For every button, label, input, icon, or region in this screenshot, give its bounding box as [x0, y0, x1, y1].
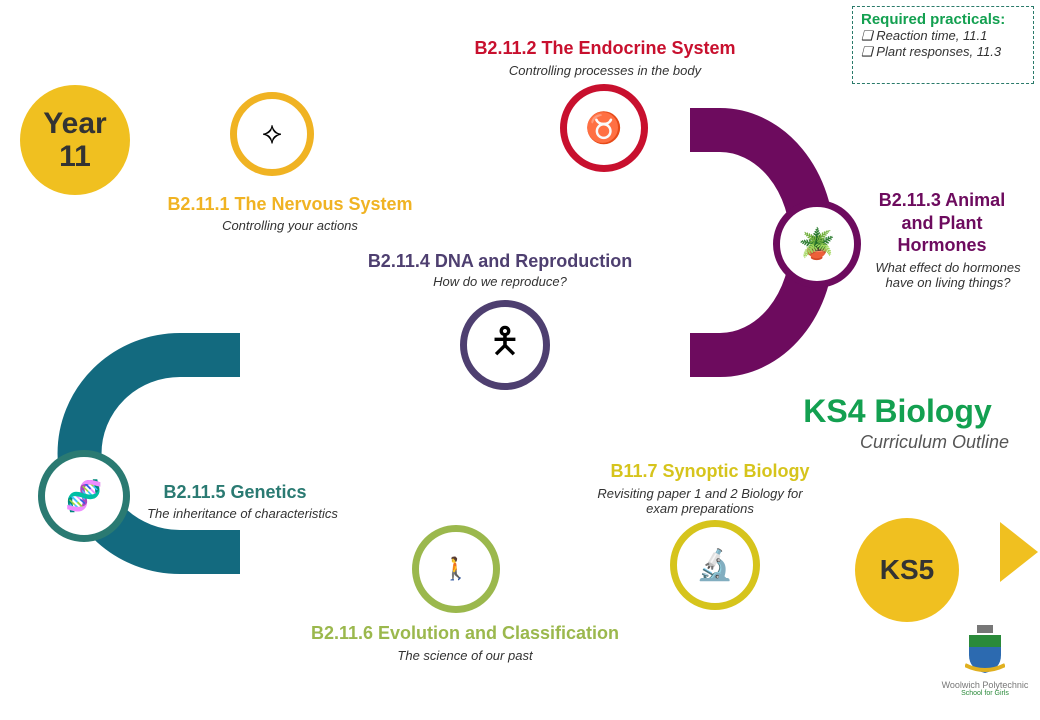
- school-crest-icon: [964, 625, 1006, 673]
- school-logo: Woolwich Polytechnic School for Girls: [930, 625, 1040, 697]
- topic-subtitle: The inheritance of characteristics: [147, 506, 338, 521]
- topic-title: B2.11.3 Animal and Plant Hormones: [878, 190, 1006, 255]
- checkbox-icon: ❑: [861, 44, 877, 59]
- topic-subtitle: How do we reproduce?: [433, 274, 567, 289]
- practical-item: ❑ Plant responses, 11.3: [861, 44, 1002, 59]
- school-name: Woolwich Polytechnic: [941, 680, 1029, 690]
- topic-subtitle: Revisiting paper 1 and 2 Biology for exa…: [597, 486, 803, 516]
- evolution-icon: 🚶: [412, 525, 500, 613]
- page-title: KS4 Biology: [803, 393, 992, 429]
- topic-subtitle: The science of our past: [397, 648, 533, 663]
- topic-title: B2.11.4 DNA and Reproduction: [367, 251, 633, 271]
- required-practicals-box: Required practicals: ❑ Reaction time, 11…: [852, 6, 1034, 84]
- start-line2: 11: [59, 140, 91, 173]
- topic-title: B2.11.2 The Endocrine System: [474, 38, 736, 58]
- practicals-title: Required practicals:: [861, 11, 1006, 28]
- topic-title: B11.7 Synoptic Biology: [610, 461, 810, 481]
- kidney-icon: ♉: [560, 84, 648, 172]
- page-subtitle: Curriculum Outline: [860, 432, 1010, 452]
- neuron-icon: ⟡: [230, 92, 314, 176]
- topic-title: B2.11.6 Evolution and Classification: [310, 623, 620, 643]
- ks5-end: KS5: [855, 518, 959, 622]
- ks5-label: KS5: [879, 553, 935, 585]
- start-line1: Year: [43, 107, 107, 140]
- topic-title: B2.11.1 The Nervous System: [167, 194, 413, 214]
- topic-subtitle: What effect do hormones have on living t…: [875, 260, 1021, 290]
- topic-title: B2.11.5 Genetics: [163, 482, 307, 502]
- chromosome-dna-icon: 🧬: [38, 450, 130, 542]
- school-tagline: School for Girls: [961, 690, 1009, 697]
- checkbox-icon: ❑: [861, 28, 877, 43]
- plant-pot-icon: 🪴: [773, 200, 861, 288]
- human-body-icon: 🯅: [460, 300, 550, 390]
- practical-item: ❑ Reaction time, 11.1: [861, 28, 988, 43]
- microscope-icon: 🔬: [670, 520, 760, 610]
- topic-subtitle: Controlling processes in the body: [508, 63, 702, 78]
- topic-subtitle: Controlling your actions: [222, 218, 358, 233]
